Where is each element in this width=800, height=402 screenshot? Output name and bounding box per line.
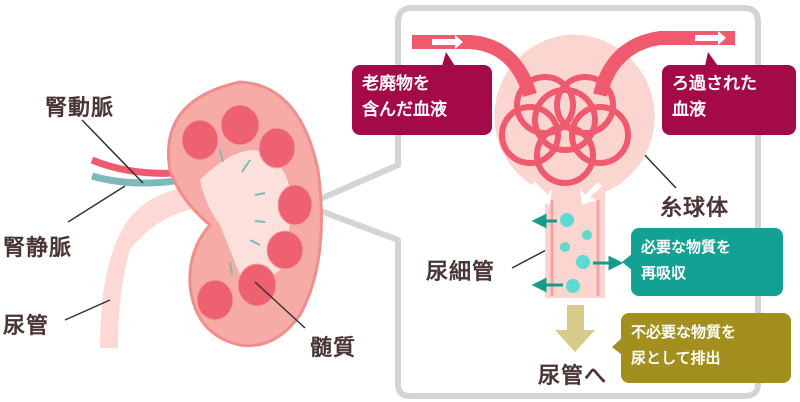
- ureter: [100, 185, 215, 348]
- callout-waste-blood: 老廃物を 含んだ血液: [352, 65, 492, 135]
- label-ureter: 尿管: [3, 314, 50, 339]
- callout-text: 含んだ血液: [362, 100, 447, 120]
- flow-arrows: [432, 31, 726, 49]
- leader-lines: [64, 119, 677, 329]
- callout-text: ろ過された: [672, 74, 757, 94]
- filtrate-arrows: [530, 182, 602, 205]
- callout-text: 再吸収: [641, 264, 687, 282]
- label-renal-artery: 腎動脈: [45, 96, 115, 121]
- glomerulus: [499, 74, 631, 186]
- down-arrow-icon: [555, 305, 595, 352]
- medulla-ducts: [219, 149, 266, 276]
- reabsorbed-particles: [531, 213, 624, 293]
- callout-text: 不必要な物質を: [631, 323, 737, 341]
- label-to-ureter: 尿管へ: [538, 364, 608, 389]
- label-glomerulus: 糸球体: [660, 196, 730, 221]
- label-renal-vein: 腎静脈: [3, 236, 73, 261]
- label-medulla: 髄質: [310, 336, 357, 361]
- callout-filtered-blood: ろ過された 血液: [662, 65, 796, 135]
- callout-reabsorb: 必要な物質を 再吸収: [631, 228, 783, 296]
- callout-excrete: 不必要な物質を 尿として排出: [621, 313, 791, 383]
- medulla-pyramids: [181, 104, 313, 321]
- callout-text: 老廃物を: [362, 74, 430, 94]
- callout-text: 血液: [672, 100, 706, 120]
- callout-text: 尿として排出: [631, 349, 721, 367]
- label-renal-tubule: 尿細管: [426, 260, 496, 285]
- callout-text: 必要な物質を: [641, 238, 732, 256]
